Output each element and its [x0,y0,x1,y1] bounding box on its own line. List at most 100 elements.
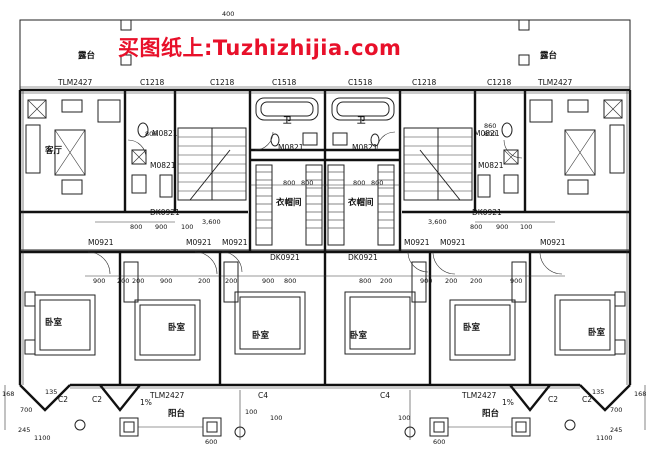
door-m0821-2: M0821 [478,161,504,170]
door-m0921-2: M0921 [186,238,212,247]
window-c4-1: C4 [258,391,268,400]
dimension-value: 100 [520,223,532,231]
terrace-left-label: 露台 [78,50,96,61]
window-c4-2: C4 [380,391,390,400]
window-c1218-2: C1218 [210,78,235,87]
dimension-value: 800 [130,223,142,231]
bath-left-label: 卫 [283,116,292,126]
wc-left-fixtures [131,122,173,198]
closet-right-label: 衣帽间 [348,197,374,208]
dimension-value: 900 [496,223,508,231]
opening-dk0921-3: DK0921 [270,253,300,262]
dimension-value: 200 [445,277,457,285]
door-m0921-3: M0921 [222,238,248,247]
window-c1218-4: C1218 [487,78,512,87]
bedroom-5-label: 卧室 [463,322,481,333]
dim-100: 100 [245,408,257,416]
dimension-value: 800 [284,277,296,285]
wc-right-fixtures [477,122,519,198]
dim-800-top-left: 800 [145,130,157,138]
dim-135-left: 135 [45,388,57,396]
dim-1100-right: 1100 [596,434,613,442]
dimension-value: 900 [262,277,274,285]
window-c1518-2: C1518 [348,78,373,87]
room-labels: 露台 露台 客厅 卫 卫 衣帽间 衣帽间 卧室 卧室 卧室 卧室 卧室 卧室 阳… [44,50,606,419]
slope-2: 1% [502,398,514,407]
balcony-right-label: 阳台 [482,408,500,419]
window-c2-2: C2 [92,395,102,404]
bedroom-4-label: 卧室 [350,330,368,341]
balcony-left-label: 阳台 [168,408,186,419]
dim-1100-left: 1100 [34,434,51,442]
dim-245-right: 245 [610,426,622,434]
closet-left-label: 衣帽间 [276,197,302,208]
living-room-label: 客厅 [44,145,63,156]
exterior-walls [18,19,632,412]
door-swings [87,131,563,275]
dimension-value: 900 [93,277,105,285]
opening-dk0921-1: DK0921 [150,208,180,217]
dimension-value: 200 [380,277,392,285]
door-m0921-6: M0921 [540,238,566,247]
dimension-value: 800 [353,179,365,187]
opening-dk0921-4: DK0921 [348,253,378,262]
dim-600-right: 600 [433,438,445,446]
dimension-value: 900 [155,223,167,231]
window-c1218-3: C1218 [412,78,437,87]
door-m0821-4: M0821 [352,143,378,152]
dimension-value: 900 [420,277,432,285]
dim-3600-right: 3,600 [428,218,447,226]
closets [255,164,395,246]
door-m0821-5: M0821 [152,129,178,138]
terrace-right-label: 露台 [540,50,558,61]
window-c1218-1: C1218 [140,78,165,87]
dim-860: 860 [484,122,496,130]
window-c2-3: C2 [548,395,558,404]
dimension-lines [4,184,646,440]
dim-400: 400 [222,10,234,18]
dimension-value: 800 [359,277,371,285]
dimension-value: 200 [470,277,482,285]
dim-168-right: 168 [634,390,646,398]
dimension-value: 200 [198,277,210,285]
door-m0921-5: M0921 [440,238,466,247]
dimension-value: 200 [117,277,129,285]
balcony-posts [74,417,576,438]
dim-135-right: 135 [592,388,604,396]
tlm-bottom-right: TLM2427 [461,391,497,400]
window-c1518-1: C1518 [272,78,297,87]
window-c2-4: C2 [582,395,592,404]
window-lines [20,86,630,389]
window-c2-1: C2 [58,395,68,404]
dimension-value: 100 [181,223,193,231]
tlm-top-right: TLM2427 [537,78,573,87]
dim-600-left: 600 [205,438,217,446]
watermark-text: 买图纸上:Tuzhizhijia.com [118,36,401,60]
dim-245-left: 245 [18,426,30,434]
door-m0921-1: M0921 [88,238,114,247]
bedroom-2-label: 卧室 [168,322,186,333]
tlm-bottom-left: TLM2427 [149,391,185,400]
living-room-left-furniture [25,99,121,195]
bath-right-label: 卫 [357,116,366,126]
slope-1: 1% [140,398,152,407]
dim-168-left: 168 [2,390,14,398]
bedroom-6-label: 卧室 [588,327,606,338]
opening-dk0921-2: DK0921 [472,208,502,217]
beds [24,261,626,361]
living-room-right-furniture [529,99,625,195]
stair-right [403,127,473,201]
dimension-value: 800 [301,179,313,187]
door-m0821-3: M0821 [278,143,304,152]
dim-3600-left: 3,600 [202,218,221,226]
door-m0821-6: M0821 [474,129,500,138]
terrace-posts [120,19,530,66]
dimension-value: 800 [371,179,383,187]
door-window-labels: TLM2427 TLM2427 C1218 C1218 C1518 C1518 … [57,78,592,407]
bedroom-1-label: 卧室 [45,317,63,328]
